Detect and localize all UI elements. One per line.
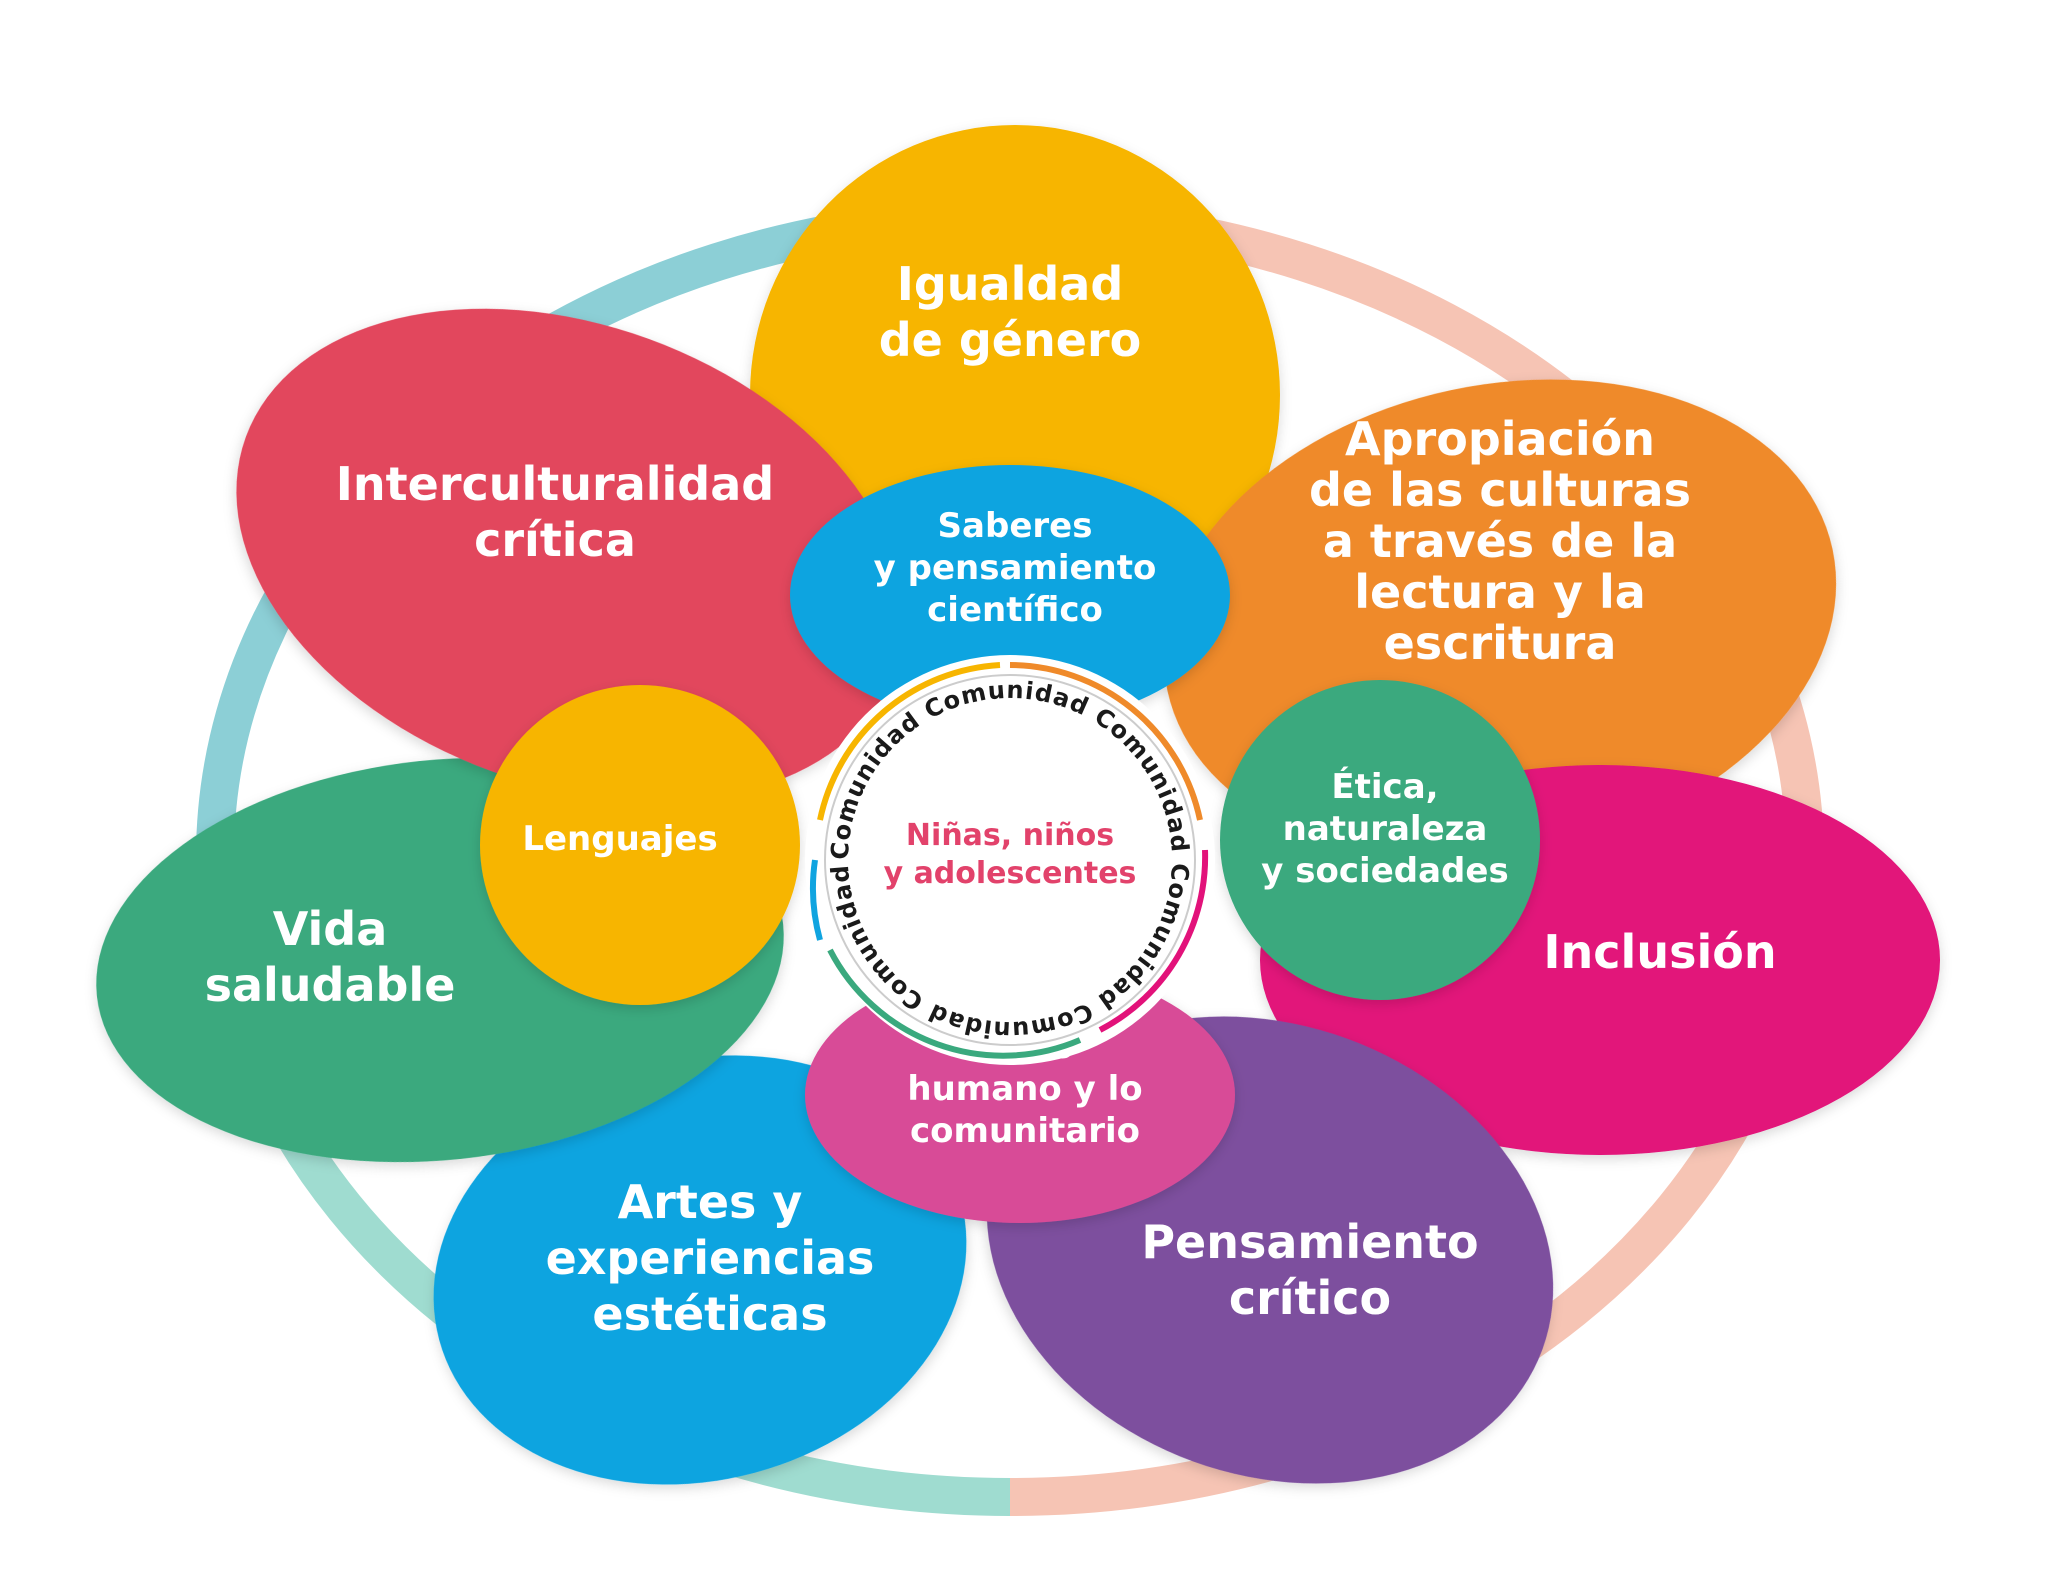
- label-saberes-line: y pensamiento: [874, 548, 1157, 588]
- petal-saberes[interactable]: [790, 465, 1230, 725]
- petal-etica[interactable]: [1220, 680, 1540, 1000]
- center-arc-yellow: [817, 662, 1001, 821]
- label-apropiacion-line: de las culturas: [1309, 463, 1691, 517]
- label-lenguajes-line: Lenguajes: [522, 819, 717, 859]
- label-apropiacion-line: a través de la: [1323, 514, 1677, 568]
- petal-artes[interactable]: [385, 997, 1015, 1542]
- center-label-line: Niñas, niños: [906, 818, 1114, 853]
- center-arc-pink: [1098, 849, 1209, 1033]
- petal-lenguajes[interactable]: [480, 685, 800, 1005]
- label-artes-line: experiencias: [546, 1231, 875, 1285]
- label-apropiacion-line: Apropiación: [1345, 412, 1655, 466]
- label-humano-line: comunitario: [910, 1111, 1140, 1151]
- label-inclusion-line: Inclusión: [1543, 925, 1776, 979]
- label-etica-line: y sociedades: [1261, 851, 1508, 891]
- center-arc-orange: [1009, 662, 1203, 821]
- center: Comunidad Comunidad Comunidad Comunidad …: [805, 655, 1215, 1065]
- label-interculturalidad-line: crítica: [474, 513, 636, 567]
- label-etica-line: Ética,: [1331, 766, 1438, 807]
- label-etica-line: naturaleza: [1283, 809, 1488, 849]
- label-lenguajes: Lenguajes: [522, 819, 717, 859]
- label-artes-line: Artes y: [618, 1175, 803, 1229]
- center-arc-blue: [810, 859, 823, 941]
- inner-petals: [480, 465, 1540, 1223]
- label-interculturalidad-line: Interculturalidad: [336, 457, 774, 511]
- label-saberes-line: científico: [927, 590, 1103, 630]
- label-saberes-line: Saberes: [938, 506, 1093, 546]
- label-pensamiento-line: Pensamiento: [1141, 1215, 1478, 1269]
- label-inclusion: Inclusión: [1543, 925, 1776, 979]
- label-artes-line: estéticas: [592, 1287, 827, 1341]
- label-apropiacion-line: lectura y la: [1354, 565, 1646, 619]
- label-pensamiento-line: crítico: [1229, 1271, 1391, 1325]
- center-arc-green: [827, 948, 1082, 1059]
- label-igualdad-line: de género: [879, 313, 1142, 367]
- label-apropiacion-line: escritura: [1384, 616, 1617, 670]
- label-igualdad-line: Igualdad: [897, 257, 1124, 311]
- label-humano-line: humano y lo: [907, 1069, 1142, 1109]
- petal-interculturalidad[interactable]: [167, 221, 973, 889]
- label-vida-line: saludable: [205, 958, 456, 1012]
- center-label-line: y adolescentes: [884, 856, 1137, 891]
- center-inner-circle: [870, 720, 1150, 1000]
- label-vida-line: Vida: [273, 902, 388, 956]
